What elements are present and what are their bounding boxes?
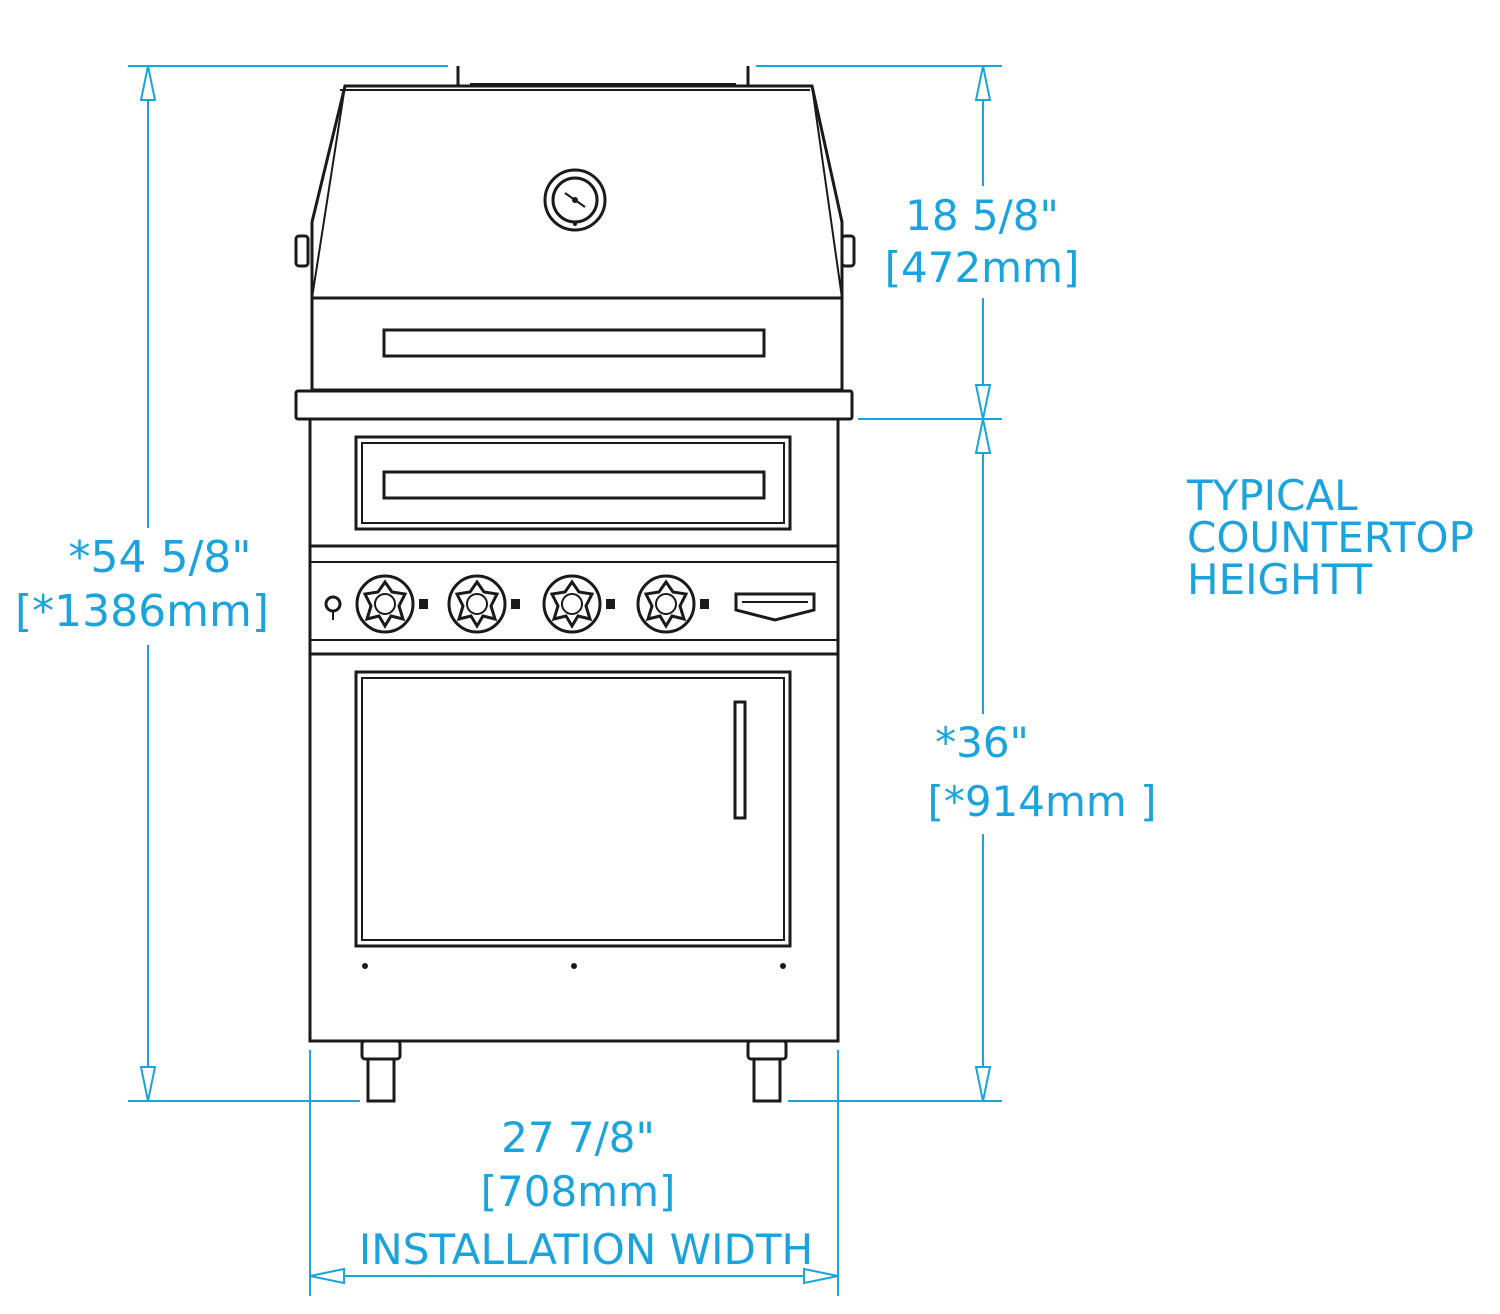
thermometer-icon (543, 168, 607, 232)
screw (571, 963, 577, 969)
igniter-icon (324, 595, 342, 620)
leg-right (746, 1039, 788, 1103)
knob-icon (447, 574, 520, 634)
counter-height-value: *36" (935, 718, 1029, 767)
hood-hinge-right (840, 234, 856, 268)
logo-badge (734, 592, 816, 622)
overall-height-value: *54 5/8" (68, 532, 251, 583)
hood-height-value: 18 5/8" (905, 191, 1059, 240)
counter-height-metric: [*914mm ] (927, 777, 1156, 826)
screw (362, 963, 368, 969)
knob-icon (355, 574, 428, 634)
note-line: TYPICAL (1186, 471, 1358, 520)
hood-handle (382, 328, 766, 358)
grill-base (308, 417, 840, 1043)
overall-height-metric: [*1386mm] (15, 586, 269, 637)
screw (780, 963, 786, 969)
note-line: COUNTERTOP (1187, 513, 1474, 562)
door-handle (733, 700, 747, 820)
dimension-labels: *54 5/8" [*1386mm] 18 5/8" [472mm] *36" … (15, 191, 1157, 1274)
width-caption: INSTALLATION WIDTH (359, 1225, 813, 1274)
width-metric: [708mm] (481, 1167, 676, 1216)
grill-hood (294, 84, 856, 392)
control-panel (308, 544, 840, 656)
grill-drawing (294, 66, 856, 1103)
leg-left (360, 1039, 402, 1103)
overall-height-dimension-line (139, 65, 157, 1102)
knob-icon (542, 574, 615, 634)
hood-hinge-left (294, 234, 310, 268)
drawer-handle (382, 470, 766, 500)
width-value: 27 7/8" (501, 1113, 655, 1162)
warming-drawer (354, 435, 792, 531)
counter-height-dimension-line (974, 418, 992, 1102)
knob-icon (636, 574, 709, 634)
countertop-lip (294, 389, 854, 421)
dimension-lines (128, 65, 1002, 1296)
width-dimension-line (309, 1267, 839, 1285)
countertop-note: TYPICAL COUNTERTOP HEIGHTT (1186, 471, 1474, 604)
hood-height-dimension-line (974, 65, 992, 420)
cabinet-door (354, 670, 792, 948)
note-line: HEIGHTT (1187, 555, 1373, 604)
hood-height-metric: [472mm] (885, 243, 1080, 292)
